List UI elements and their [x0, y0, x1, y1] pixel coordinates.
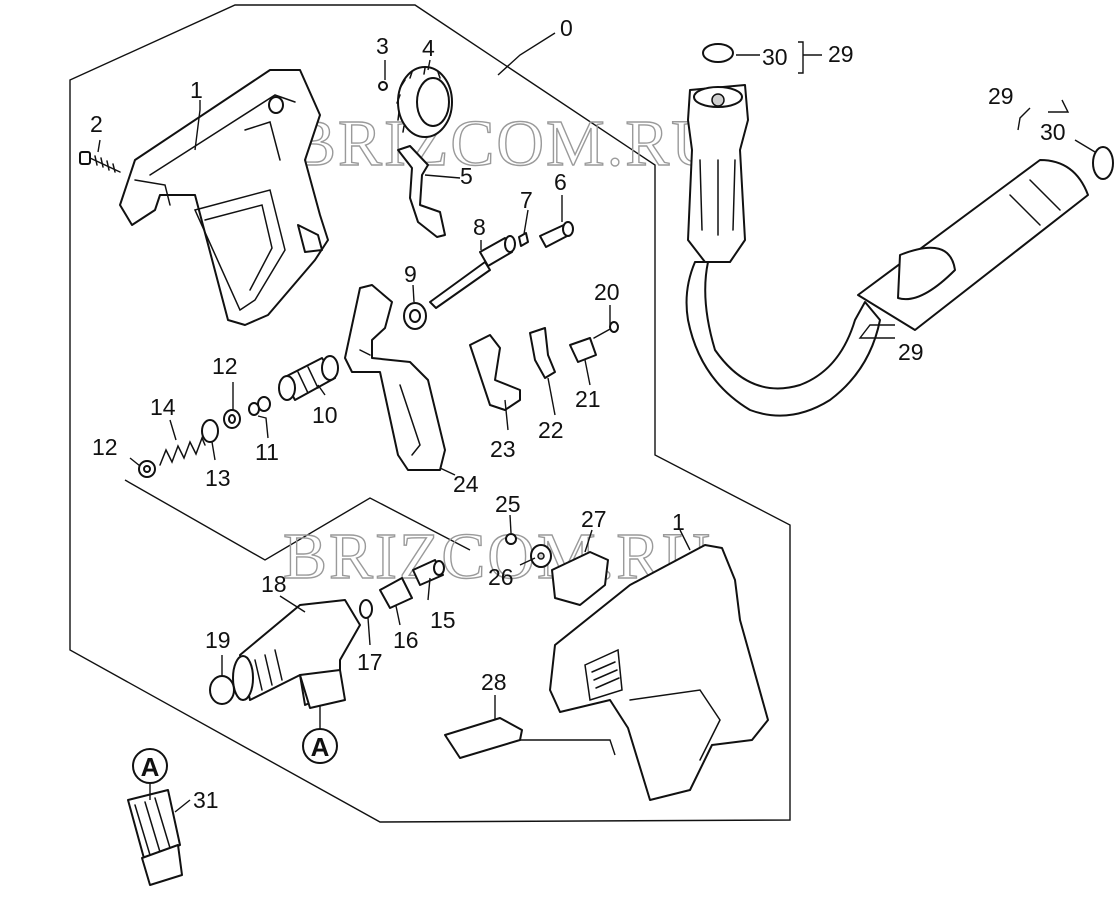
label-12: 12	[212, 353, 238, 379]
label-4: 4	[422, 35, 435, 61]
label-11: 11	[255, 439, 279, 465]
part-16-sleeve	[379, 577, 413, 609]
part-25-ring	[505, 533, 517, 545]
label-29c: 29	[898, 339, 924, 365]
part-8-valve-stem	[429, 235, 516, 309]
part-24-trigger	[344, 284, 446, 471]
label-29a: 29	[828, 41, 854, 67]
part-31-adapter	[127, 789, 183, 886]
label-25: 25	[495, 491, 521, 517]
label-29b: 29	[988, 83, 1014, 109]
svg-text:A: A	[141, 752, 160, 782]
part-20-screw	[593, 321, 619, 339]
subgroup-boundary	[124, 479, 471, 561]
label-18: 18	[261, 571, 287, 597]
leader-lines	[97, 32, 1096, 813]
part-10-valve-body	[278, 355, 339, 401]
svg-text:A: A	[311, 732, 330, 762]
part-5-slide	[397, 145, 446, 238]
part-18-connector	[232, 599, 361, 709]
label-1: 1	[190, 77, 203, 103]
label-0: 0	[560, 15, 573, 41]
connector-a-left: A	[132, 748, 168, 784]
part-28-clip	[444, 717, 523, 759]
part-labels: 0 1 1 2 3 4 5 6 7 8 9 10 11 12 12 13 14 …	[90, 15, 1066, 813]
assembly-boundary	[69, 4, 791, 823]
part-4-wheel	[396, 66, 453, 138]
label-2: 2	[90, 111, 103, 137]
label-28: 28	[481, 669, 507, 695]
label-21: 21	[575, 386, 601, 412]
part-2-screw	[79, 151, 121, 173]
part-22-lever	[529, 327, 556, 379]
part-30-o-ring-top	[702, 43, 734, 63]
label-19: 19	[205, 627, 231, 653]
connector-a-lower: A	[302, 728, 338, 764]
label-12b: 12	[92, 434, 118, 460]
part-17-o-ring	[359, 599, 373, 619]
part-12-seal-lower	[138, 460, 156, 478]
part-9-washer	[403, 302, 427, 330]
label-6: 6	[554, 169, 567, 195]
part-29-hose	[685, 84, 1089, 417]
part-1-housing-right	[549, 544, 769, 801]
label-10: 10	[312, 402, 338, 428]
label-20: 20	[594, 279, 620, 305]
label-30b: 30	[1040, 119, 1066, 145]
part-13-o-ring	[201, 419, 219, 443]
label-14: 14	[150, 394, 176, 420]
label-1b: 1	[672, 509, 685, 535]
part-15-insert	[412, 559, 445, 586]
watermark-top: BRIZCOM.RU	[292, 107, 721, 180]
label-23: 23	[490, 436, 516, 462]
part-7-clip	[518, 232, 529, 247]
part-6-pin	[539, 221, 574, 248]
part-27-cap	[551, 551, 609, 606]
part-12-seal-upper	[223, 409, 241, 429]
label-3: 3	[376, 33, 389, 59]
label-30a: 30	[762, 44, 788, 70]
part-30-o-ring-right	[1092, 146, 1114, 180]
part-1-housing-left	[119, 69, 329, 326]
part-3-ring	[378, 81, 388, 91]
label-16: 16	[393, 627, 419, 653]
label-9: 9	[404, 261, 417, 287]
label-15: 15	[430, 607, 456, 633]
part-21-plate	[569, 337, 597, 363]
label-5: 5	[460, 163, 473, 189]
part-14-spring	[159, 435, 206, 466]
label-26: 26	[488, 564, 514, 590]
part-26-washer	[530, 544, 552, 568]
part-19-o-ring	[209, 675, 235, 705]
label-7: 7	[520, 187, 533, 213]
part-23-trigger-lock	[469, 334, 521, 411]
label-27: 27	[581, 506, 607, 532]
label-8: 8	[473, 214, 486, 240]
label-17: 17	[357, 649, 383, 675]
label-24: 24	[453, 471, 479, 497]
label-13: 13	[205, 465, 231, 491]
label-22: 22	[538, 417, 564, 443]
part-11-ring	[248, 396, 271, 416]
label-31: 31	[193, 787, 219, 813]
